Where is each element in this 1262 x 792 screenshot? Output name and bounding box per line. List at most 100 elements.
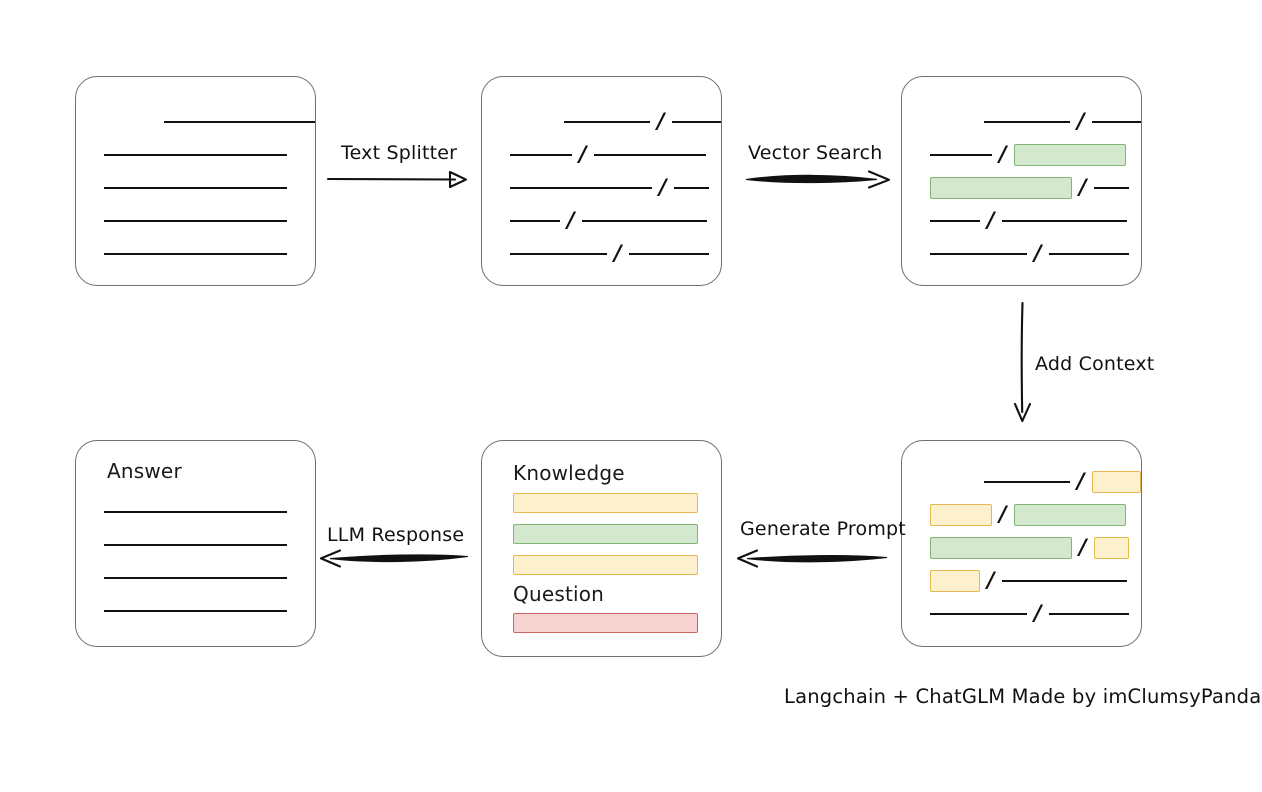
arrow-vector-search <box>745 170 891 189</box>
node-prompt[interactable]: Knowledge Question <box>481 440 722 657</box>
document-line: / <box>482 141 721 166</box>
document-line <box>76 144 315 166</box>
text-line-segment <box>983 481 1070 483</box>
document-line: / <box>902 108 1141 133</box>
chunk-separator: / <box>987 207 995 232</box>
node-source-document[interactable] <box>75 76 316 286</box>
text-line-segment <box>104 220 287 222</box>
knowledge-bar-green <box>513 524 698 544</box>
text-line-segment <box>510 220 560 222</box>
chunk-separator: / <box>987 567 995 592</box>
highlight-chip-green <box>930 177 1072 199</box>
document-line <box>76 177 315 199</box>
chunk-separator: / <box>1079 534 1087 559</box>
chunk-separator: / <box>1079 174 1087 199</box>
document-line: / <box>902 567 1141 592</box>
knowledge-bars <box>513 493 721 586</box>
arrow-label-generate-prompt: Generate Prompt <box>740 518 906 540</box>
text-line-segment <box>581 220 707 222</box>
text-line-segment <box>930 613 1027 615</box>
document-line: / <box>902 534 1141 559</box>
chunk-separator: / <box>659 174 667 199</box>
text-line-segment <box>510 253 607 255</box>
document-line: / <box>902 207 1141 232</box>
chunk-separator: / <box>579 141 587 166</box>
highlight-chip-yellow <box>930 504 992 526</box>
arrow-label-text-splitter: Text Splitter <box>341 142 458 164</box>
text-line-segment <box>1001 220 1127 222</box>
document-line: / <box>902 174 1141 199</box>
document-lines <box>76 77 315 285</box>
text-line-segment <box>510 154 572 156</box>
question-bars <box>513 613 698 644</box>
knowledge-bar-yellow <box>513 493 698 513</box>
text-line-segment <box>983 121 1071 123</box>
text-line-segment <box>104 253 287 255</box>
document-line <box>76 567 315 589</box>
document-lines <box>76 441 315 646</box>
knowledge-bar-yellow <box>513 555 698 575</box>
highlight-chip-yellow <box>930 570 980 592</box>
document-lines: / / / / / <box>902 441 1141 646</box>
document-line <box>76 111 315 133</box>
text-line-segment <box>930 220 980 222</box>
document-line: / <box>902 141 1141 166</box>
chunk-separator: / <box>1077 108 1085 133</box>
highlight-chip-yellow <box>1091 471 1141 493</box>
knowledge-label: Knowledge <box>513 461 625 485</box>
text-line-segment <box>673 187 709 189</box>
highlight-chip-green <box>1013 504 1126 526</box>
footer-credit: Langchain + ChatGLM Made by imClumsyPand… <box>784 685 1262 708</box>
arrow-generate-prompt <box>736 549 888 568</box>
chunk-separator: / <box>567 207 575 232</box>
question-label: Question <box>513 582 605 606</box>
node-context-added[interactable]: / / / / / <box>901 440 1142 647</box>
node-split-chunks[interactable]: ///// <box>481 76 722 286</box>
chunk-separator: / <box>1076 468 1085 493</box>
document-lines: ///// <box>482 77 721 285</box>
text-line-segment <box>563 121 651 123</box>
text-line-segment <box>1093 187 1129 189</box>
text-line-segment <box>104 577 287 579</box>
node-vector-hits[interactable]: / / / / / <box>901 76 1142 286</box>
document-line: / <box>482 174 721 199</box>
text-line-segment <box>930 253 1027 255</box>
text-line-segment <box>104 154 287 156</box>
arrow-label-add-context: Add Context <box>1035 353 1155 375</box>
document-line: / <box>902 468 1141 493</box>
document-line <box>76 501 315 523</box>
question-bar-red <box>513 613 698 633</box>
text-line-segment <box>1091 121 1141 123</box>
text-line-segment <box>1048 253 1129 255</box>
chunk-separator: / <box>1034 600 1042 625</box>
document-line: / <box>482 108 721 133</box>
text-line-segment <box>593 154 706 156</box>
document-line <box>76 243 315 265</box>
node-answer[interactable]: Answer <box>75 440 316 647</box>
chunk-separator: / <box>999 501 1007 526</box>
arrow-label-vector-search: Vector Search <box>748 142 883 164</box>
document-line: / <box>902 600 1141 625</box>
text-line-segment <box>930 154 992 156</box>
text-line-segment <box>510 187 652 189</box>
text-line-segment <box>104 544 287 546</box>
document-line: / <box>902 240 1141 265</box>
chunk-separator: / <box>1034 240 1042 265</box>
text-line-segment <box>671 121 721 123</box>
chunk-separator: / <box>657 108 665 133</box>
document-line <box>76 210 315 232</box>
text-line-segment <box>104 511 287 513</box>
highlight-chip-yellow <box>1093 537 1129 559</box>
chunk-separator: / <box>999 141 1007 166</box>
text-line-segment <box>628 253 709 255</box>
document-line <box>76 600 315 622</box>
text-line-segment <box>1048 613 1129 615</box>
highlight-chip-green <box>1013 144 1126 166</box>
text-line-segment <box>104 610 287 612</box>
text-line-segment <box>1001 580 1127 582</box>
text-line-segment <box>163 121 315 123</box>
document-line: / <box>482 207 721 232</box>
arrow-text-splitter <box>326 170 468 189</box>
document-lines: / / / / / <box>902 77 1141 285</box>
